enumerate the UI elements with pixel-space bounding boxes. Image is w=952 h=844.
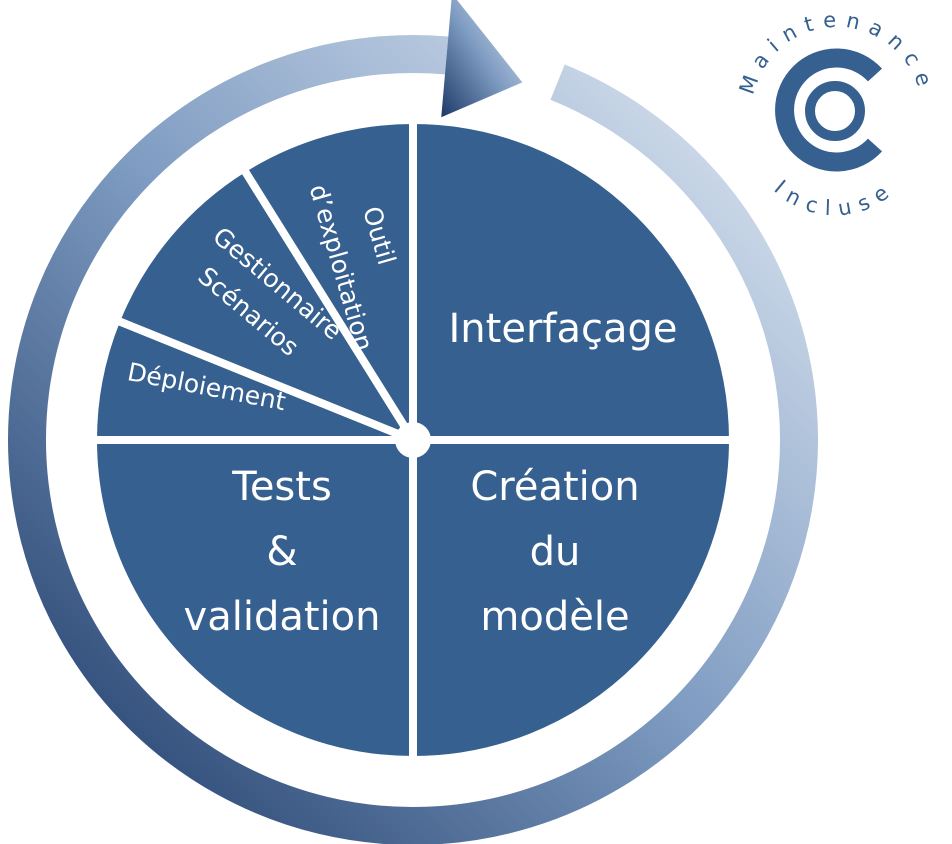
maintenance-logo: Maintenance Incluse	[735, 8, 931, 221]
pie-slice-interfacage	[409, 116, 737, 444]
segment-label: Tests	[231, 464, 332, 510]
cycle-arrow-arc	[8, 35, 818, 844]
segment-label: validation	[184, 594, 381, 640]
cycle-arrow-head	[441, 0, 523, 118]
pie-slice-outil	[239, 116, 417, 444]
pie-slice-tests	[89, 436, 417, 764]
pie-center-hub	[395, 422, 431, 458]
segment-label: Création	[470, 464, 639, 510]
segment-label: modèle	[480, 594, 629, 640]
logo-bottom-text: Incluse	[770, 175, 901, 220]
segment-label: Interfaçage	[449, 306, 678, 352]
segment-label: &	[266, 529, 297, 575]
segment-creation: Création du modèle	[470, 464, 639, 640]
logo-c-icon	[775, 48, 883, 172]
cycle-arrow	[8, 0, 818, 844]
segment-label: du	[530, 529, 581, 575]
pie-slice-creation	[409, 436, 737, 764]
logo-ring-icon	[805, 81, 865, 141]
segment-interfacage: Interfaçage	[449, 306, 678, 352]
segment-tests: Tests & validation	[184, 464, 381, 640]
pie	[89, 116, 737, 764]
pie-slice-gestionnaire	[112, 164, 417, 444]
